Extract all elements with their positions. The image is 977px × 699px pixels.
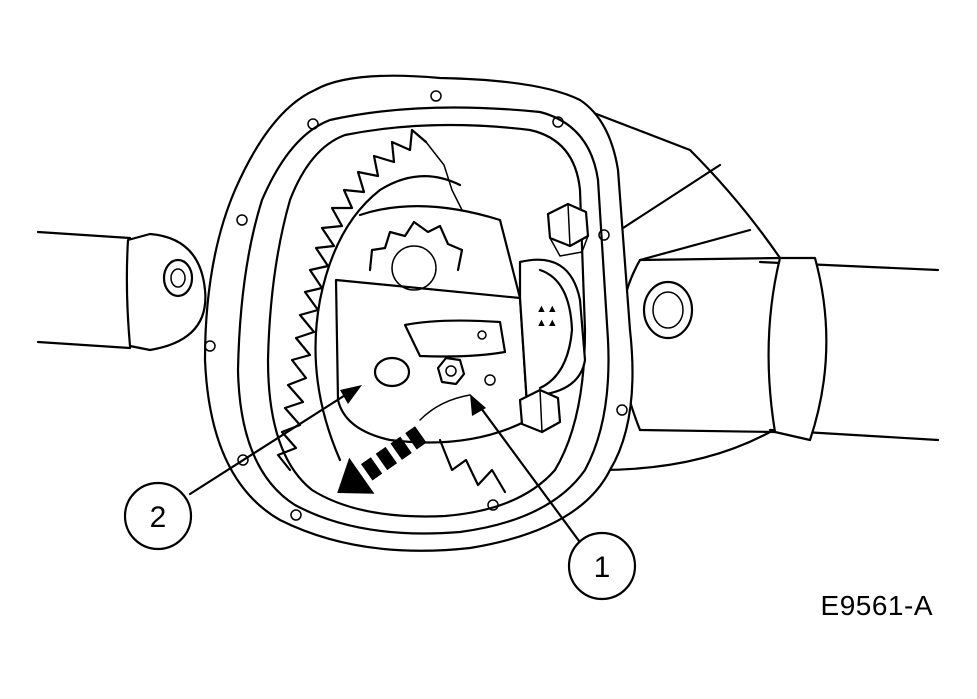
cap-bolt-upper [546, 202, 590, 257]
left-axle-tube [36, 230, 207, 352]
ring-gear [276, 128, 463, 472]
lock-bolt [436, 356, 466, 386]
svg-text:▲▲: ▲▲ [536, 317, 558, 329]
svg-text:▲▲: ▲▲ [536, 303, 558, 315]
leader-line-1 [470, 394, 584, 547]
bearing-cap: ▲▲ ▲▲ [518, 258, 587, 422]
right-axle-tube [618, 256, 940, 442]
shim-hole [373, 356, 411, 388]
figure-id-label: E9561-A [820, 590, 933, 621]
callout-1: 1 [567, 531, 637, 601]
direction-arrow-icon [337, 426, 427, 494]
leader-line-2 [188, 385, 362, 496]
carrier-housing [558, 98, 782, 472]
callout-2-number: 2 [150, 501, 167, 534]
callout-1-number: 1 [594, 551, 611, 584]
housing-cavity [266, 123, 587, 518]
pinion-gear [419, 394, 507, 494]
cap-bolt-lower [518, 388, 562, 434]
callout-2: 2 [123, 481, 193, 551]
